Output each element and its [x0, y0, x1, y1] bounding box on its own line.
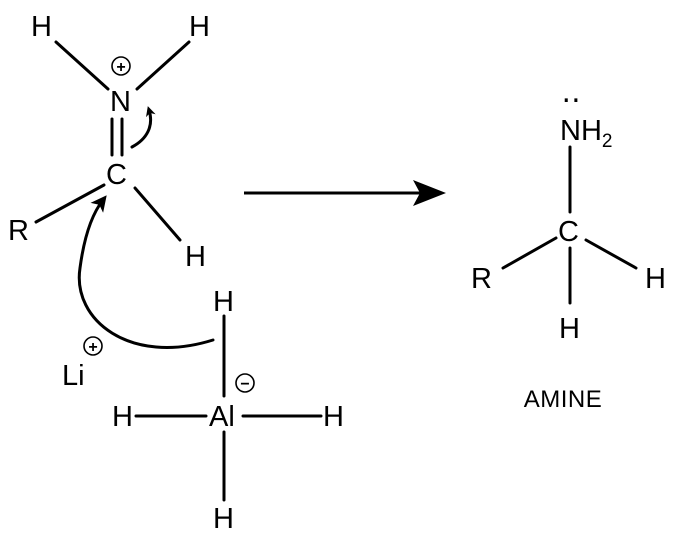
- aluminohydride-anion: H − Al H H H: [112, 286, 344, 535]
- reaction-arrow-head: [413, 180, 446, 206]
- iminium-ion: H H + N C R H: [8, 11, 210, 273]
- product-h-right-atom: H: [645, 263, 666, 295]
- iminium-h-left-atom: H: [31, 11, 52, 43]
- iminium-h-right-atom: H: [189, 11, 210, 43]
- iminium-c-atom: C: [106, 159, 127, 191]
- bond-n-h-right: [135, 40, 191, 91]
- hydride-attack-curved-arrow: [77, 195, 215, 349]
- bond-c-h: [133, 186, 182, 242]
- h-label: H: [581, 115, 602, 147]
- bond-n-h-left: [54, 40, 110, 91]
- al-h-bottom-atom: H: [213, 503, 234, 535]
- iminium-h-c-atom: H: [185, 241, 206, 273]
- n-positive-charge-circle: [111, 56, 131, 76]
- iminium-r-group: R: [8, 215, 29, 247]
- lone-pair-dots: ‥: [561, 77, 580, 109]
- product-c-atom: C: [558, 216, 579, 248]
- product-r-group: R: [471, 263, 492, 295]
- product-h-bottom-atom: H: [559, 313, 580, 345]
- h-subscript: 2: [602, 131, 613, 152]
- pi-bond-to-n-curved-arrow: [130, 106, 156, 149]
- al-h-right-atom: H: [323, 401, 344, 433]
- al-atom: Al: [209, 401, 235, 433]
- li-atom: Li: [62, 360, 85, 392]
- bond-c-h-right: [584, 238, 638, 270]
- al-negative-charge-circle: [235, 373, 255, 393]
- product-n-atom: NH2: [560, 115, 612, 152]
- li-positive-charge-circle: [83, 336, 103, 356]
- lithium-cation: + Li: [62, 336, 103, 392]
- bond-c-r: [501, 236, 558, 270]
- product-caption: AMINE: [524, 386, 603, 413]
- n-label: N: [560, 115, 581, 147]
- li-positive-charge: +: [88, 339, 97, 356]
- al-h-top-atom: H: [213, 286, 234, 318]
- n-positive-charge: +: [116, 59, 125, 76]
- amine-product: ‥ NH2 C R H H AMINE: [471, 77, 666, 413]
- al-h-left-atom: H: [112, 401, 133, 433]
- bond-c-r: [34, 183, 106, 224]
- iminium-n-atom: N: [110, 86, 131, 118]
- al-negative-charge: −: [240, 376, 249, 393]
